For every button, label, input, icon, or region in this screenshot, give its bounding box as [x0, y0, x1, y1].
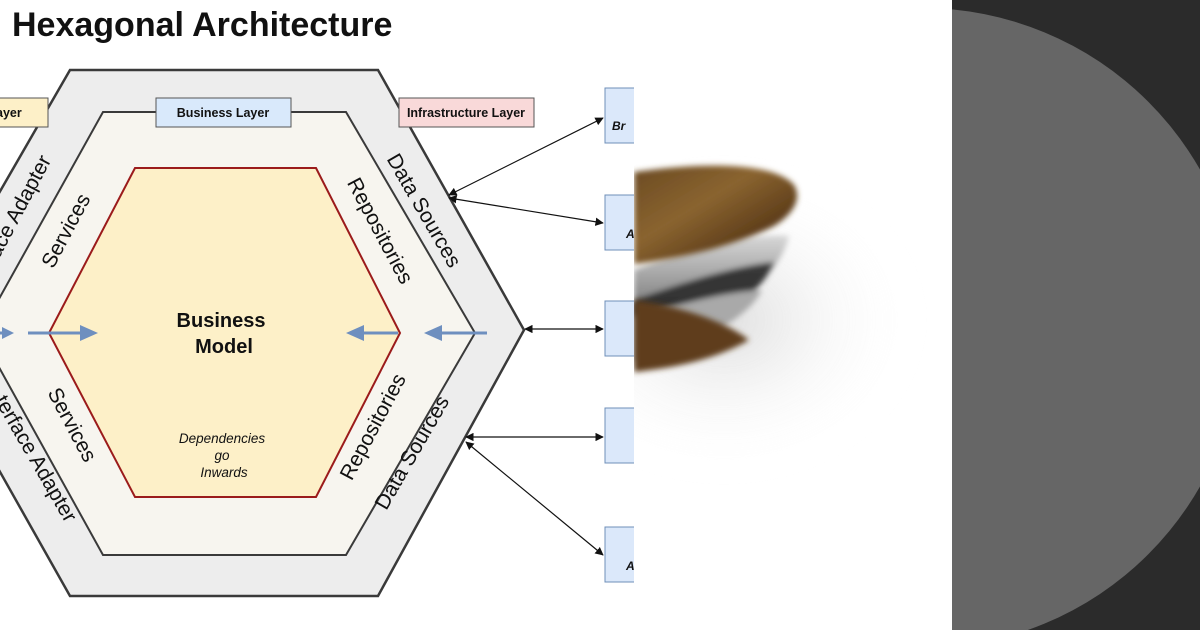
- left-layer-label: ayer: [0, 106, 22, 120]
- grey-circle-graphic: [952, 0, 1200, 630]
- external-box-4: [604, 407, 634, 464]
- dark-decorative-panel: [952, 0, 1200, 630]
- external-box-1: Br: [604, 87, 634, 144]
- core-title-line1: Business: [177, 310, 266, 332]
- business-layer-tag: Business Layer: [155, 97, 292, 128]
- external-box-3: [604, 300, 634, 357]
- infrastructure-layer-label: Infrastructure Layer: [407, 106, 525, 120]
- diagram-title: Hexagonal Architecture: [12, 6, 392, 44]
- grey-circle: [952, 9, 1200, 630]
- core-title-line2: Model: [195, 336, 253, 358]
- architecture-diagram-panel: Hexagonal Architecture ayer Business Lay…: [0, 6, 634, 598]
- external-box-5-label: A: [625, 559, 634, 573]
- connection-arrows: [448, 117, 604, 556]
- external-box-5: A: [604, 526, 634, 583]
- external-box-2: A: [604, 194, 634, 251]
- infrastructure-layer-tag: Infrastructure Layer: [398, 97, 535, 128]
- left-layer-tag: ayer: [0, 97, 49, 128]
- business-layer-label: Business Layer: [177, 106, 270, 120]
- pocket-knife-image: [634, 0, 952, 630]
- inward-arrows: [0, 325, 487, 341]
- knife-wooden-handle: [634, 165, 798, 372]
- external-box-1-label: Br: [612, 119, 627, 133]
- external-box-2-label: A: [625, 227, 634, 241]
- dependencies-note-line2: go: [214, 448, 230, 463]
- dependencies-note-line1: Dependencies: [179, 431, 266, 446]
- knife-photo-panel: [634, 0, 952, 630]
- hexagon-diagram: Hexagonal Architecture ayer Business Lay…: [0, 6, 634, 598]
- dependencies-note-line3: Inwards: [200, 465, 248, 480]
